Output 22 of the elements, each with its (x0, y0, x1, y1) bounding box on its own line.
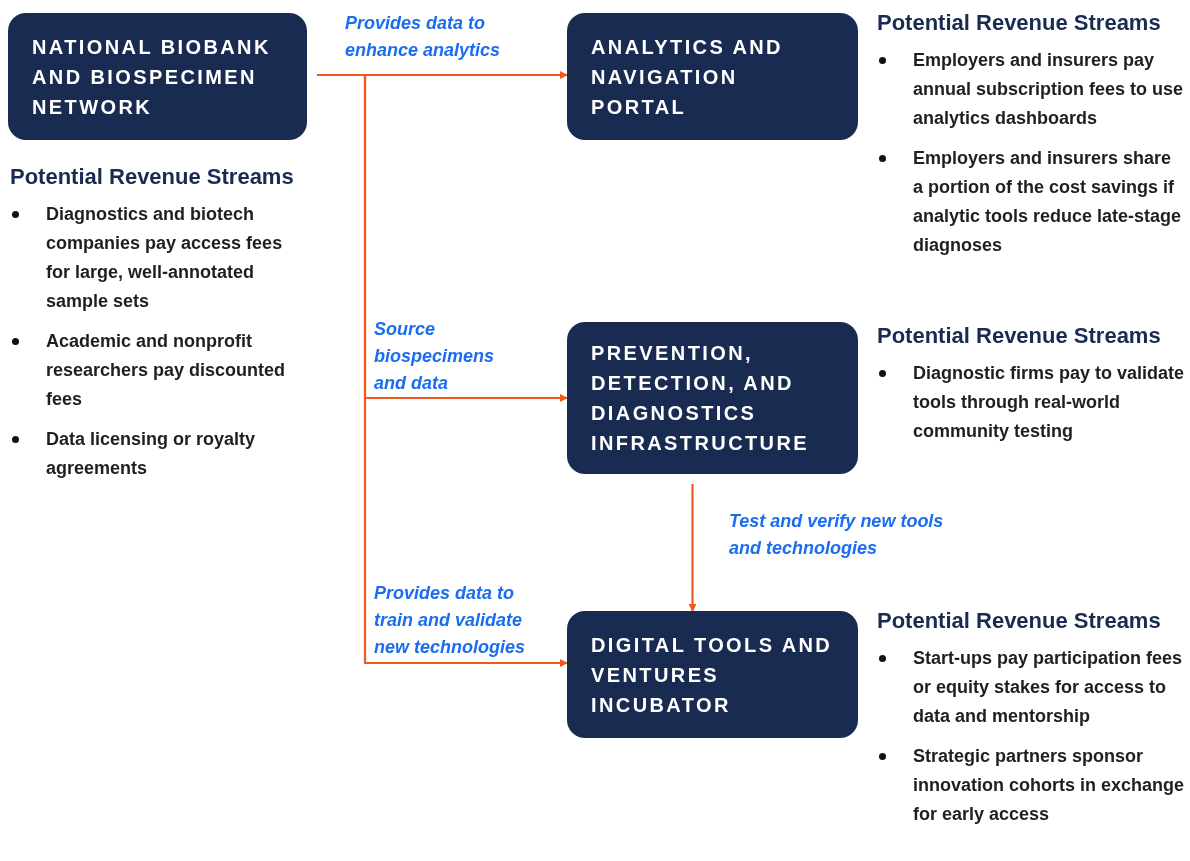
box-title: NATIONAL BIOBANK AND BIOSPECIMEN NETWORK (32, 34, 272, 120)
box-title: ANALYTICS AND NAVIGATION PORTAL (591, 34, 784, 120)
bullet-text: Data licensing or royalty agreements (46, 428, 257, 480)
arrow (688, 484, 697, 612)
process-box (8, 13, 307, 140)
box-title: DIGITAL TOOLS AND VENTURES INCUBATOR (591, 632, 834, 718)
arrow (317, 73, 568, 667)
process-box (567, 13, 858, 140)
bullet-text: Employers and insurers share a portion of the cost savings if analytic tools reduce late-stage diagnoses (913, 147, 1183, 257)
section-heading: Potential Revenue Streams (10, 163, 295, 191)
section-heading: Potential Revenue Streams (877, 607, 1162, 635)
bullet-text: Academic and nonprofit researchers pay discounted fees (46, 330, 287, 411)
bullet-text: Start-ups pay participation fees or equity stakes for access to data and mentorship (913, 647, 1184, 728)
section-heading: Potential Revenue Streams (877, 9, 1162, 37)
box-title: PREVENTION, DETECTION, AND DIAGNOSTICS INFRASTRUCTURE (591, 341, 811, 456)
bullet-text: Employers and insurers pay annual subscription fees to use analytics dashboards (913, 49, 1185, 130)
bullet-text: Diagnostics and biotech companies pay access fees for large, well-annotated sample sets (46, 203, 284, 313)
section-heading: Potential Revenue Streams (877, 322, 1162, 350)
bullet-text: Strategic partners sponsor innovation cohorts in exchange for early access (913, 745, 1186, 826)
process-box (567, 322, 858, 474)
bullet-text: Diagnostic firms pay to validate tools through real-world community testing (913, 362, 1186, 443)
process-box (567, 611, 858, 738)
